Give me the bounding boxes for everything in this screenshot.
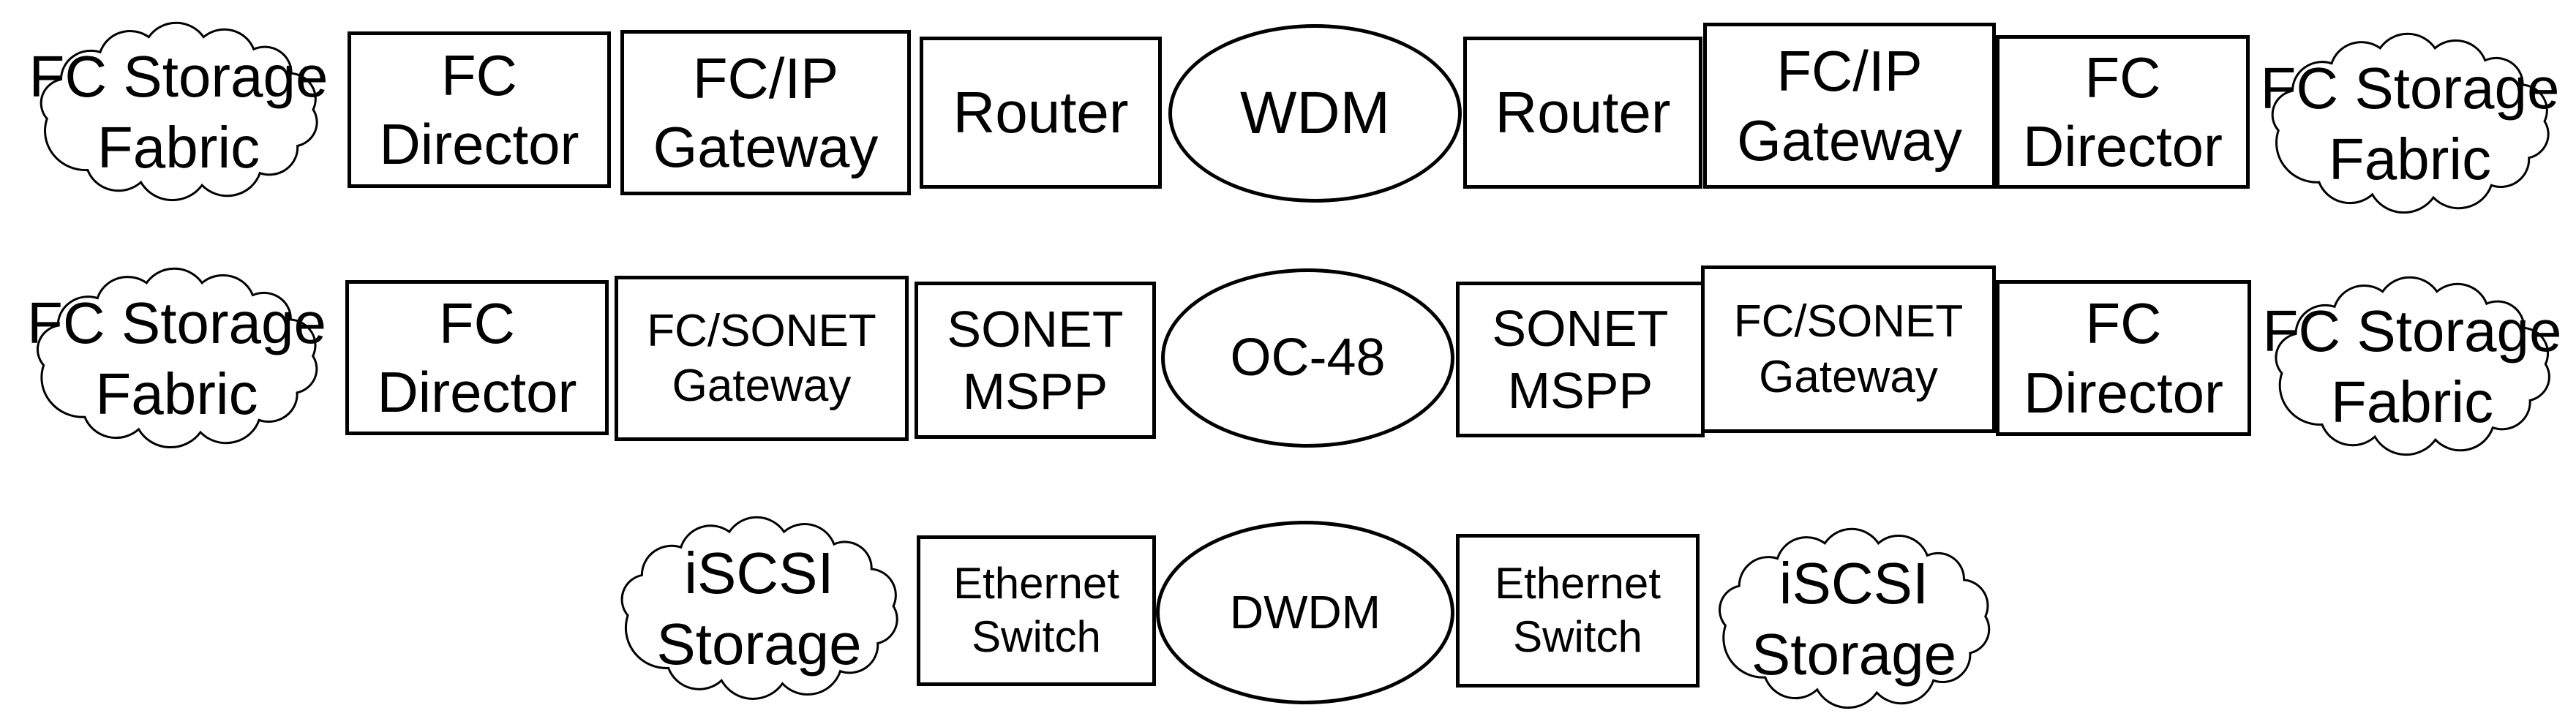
fc-director-box-top-left-label-line-1: Director [379,112,579,176]
sonet-mspp-box-left-label-line-0: SONET [947,300,1124,358]
sonet-mspp-box-left-label-line-1: MSPP [962,362,1108,420]
cloud-shape-icon [2253,33,2566,216]
iscsi-storage-cloud-right-label-line-0: iSCSI [1779,551,1929,617]
oc48-ellipse-label: OC-48 [1230,326,1385,390]
fc-storage-fabric-cloud-top-left-label-line-1: Fabric [97,115,260,180]
cloud-shape-icon [2257,276,2567,458]
cloud-shape-icon [1701,528,2007,711]
fc-director-box-mid-left-label-line-0: FC [439,290,515,355]
oc48-ellipse: OC-48 [1161,268,1454,448]
cloud-shape-icon [603,516,915,702]
oc48-ellipse-label-line-0: OC-48 [1230,328,1386,387]
ethernet-switch-box-right-label-line-0: Ethernet [1495,559,1661,609]
wdm-ellipse: WDM [1168,24,1462,203]
fcip-gateway-box-top-right-label-line-0: FC/IP [1776,39,1923,104]
sonet-mspp-box-right-label-line-1: MSPP [1507,361,1653,419]
fc-storage-fabric-cloud-mid-left-label-line-1: Fabric [95,361,258,426]
fc-sonet-gateway-box-right-label-line-1: Gateway [1759,351,1938,402]
iscsi-storage-cloud-right-label-line-1: Storage [1751,622,1957,687]
router-box-right: Router [1463,37,1702,189]
router-box-left-label-line-0: Router [953,79,1129,145]
dwdm-ellipse: DWDM [1156,521,1454,704]
fc-director-box-top-right-label-line-0: FC [2084,45,2161,110]
wdm-ellipse-label-line-0: WDM [1240,80,1390,147]
dwdm-ellipse-label: DWDM [1230,584,1381,641]
fc-director-box-top-left-label-line-0: FC [441,42,517,108]
dwdm-ellipse-label-line-0: DWDM [1229,585,1381,639]
cloud-shape-icon [18,268,335,451]
fc-storage-fabric-cloud-top-left-label-line-0: FC Storage [29,44,328,110]
fc-director-box-mid-right-label-line-1: Director [2023,360,2224,425]
fcip-gateway-box-top-left-label-line-1: Gateway [653,115,879,179]
ethernet-switch-box-right-label-line-1: Switch [1513,612,1642,661]
fc-storage-fabric-cloud-mid-right-label-line-1: Fabric [2330,369,2494,434]
cloud-shape-icon [22,22,335,203]
ethernet-switch-box-left-label-line-1: Switch [972,612,1101,661]
sonet-mspp-box-right-label-line-0: SONET [1492,299,1669,357]
router-box-left-label: Router [953,78,1128,148]
fc-storage-fabric-cloud-top-right-label-line-1: Fabric [2328,127,2492,192]
router-box-left: Router [920,37,1162,189]
fc-storage-fabric-cloud-mid-left-label-line-0: FC Storage [26,290,327,356]
fc-director-box-top-right-label-line-1: Director [2022,114,2223,178]
fc-director-box-mid-left-label-line-1: Director [377,360,577,424]
fcip-gateway-box-top-right-label-line-1: Gateway [1737,108,1962,173]
fcip-gateway-box-top-left-label-line-0: FC/IP [692,45,839,110]
iscsi-storage-cloud-left-label-line-0: iSCSI [684,540,834,606]
fc-storage-fabric-cloud-mid-right-label-line-0: FC Storage [2262,298,2562,364]
wdm-ellipse-label: WDM [1240,77,1390,149]
router-box-right-label-line-0: Router [1495,79,1671,145]
fc-director-box-mid-right-label-line-0: FC [2085,291,2162,356]
iscsi-storage-cloud-left-label-line-1: Storage [656,611,862,677]
fc-sonet-gateway-box-left-label-line-0: FC/SONET [647,305,876,356]
fc-sonet-gateway-box-left-label-line-1: Gateway [672,361,852,411]
ethernet-switch-box-left-label-line-0: Ethernet [953,559,1119,609]
router-box-right-label: Router [1495,78,1670,148]
fc-storage-fabric-cloud-top-right-label-line-0: FC Storage [2260,56,2560,121]
fc-sonet-gateway-box-right-label-line-0: FC/SONET [1733,296,1964,347]
